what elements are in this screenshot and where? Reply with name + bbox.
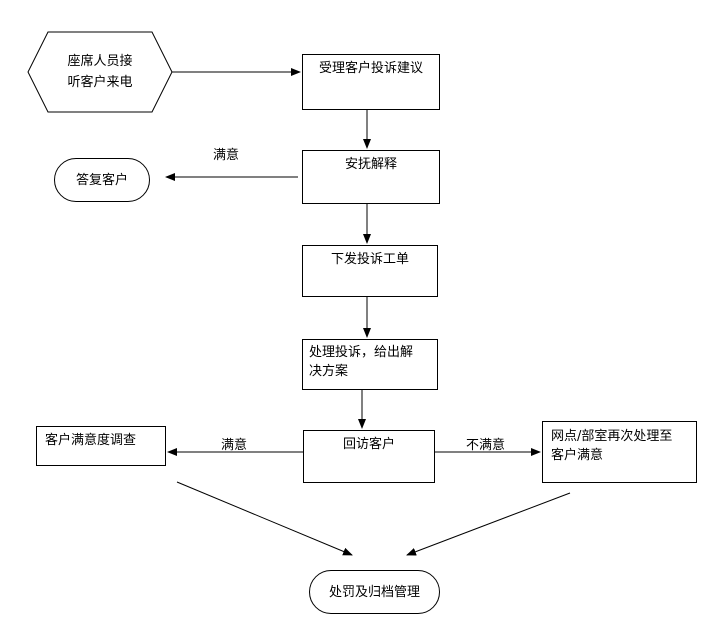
archive-label: 处罚及归档管理 xyxy=(328,584,420,600)
start-node: 座席人员接 听客户来电 xyxy=(48,51,152,93)
dispatch-ticket-box: 下发投诉工单 xyxy=(302,245,438,297)
reply-customer-terminal: 答复客户 xyxy=(54,158,150,202)
accept-complaint-label: 受理客户投诉建议 xyxy=(318,61,423,76)
revisit-customer-box: 回访客户 xyxy=(303,430,435,483)
satisfaction-survey-label: 客户满意度调查 xyxy=(45,433,137,448)
arrow-redo-to-archive xyxy=(406,492,571,556)
dispatch-ticket-label: 下发投诉工单 xyxy=(330,252,409,267)
reprocess-label: 网点/部室再次处理至 客户满意 xyxy=(551,429,673,463)
start-hexagon-shape xyxy=(27,31,173,113)
accept-complaint-box: 受理客户投诉建议 xyxy=(302,54,440,110)
calm-explain-label: 安抚解释 xyxy=(344,157,397,172)
reprocess-box: 网点/部室再次处理至 客户满意 xyxy=(542,421,697,483)
edge-label-revisit-satisfied: 满意 xyxy=(221,438,248,453)
reply-customer-label: 答复客户 xyxy=(75,172,128,188)
handle-complaint-box: 处理投诉，给出解 决方案 xyxy=(302,339,438,390)
satisfaction-survey-box: 客户满意度调查 xyxy=(36,426,166,466)
revisit-customer-label: 回访客户 xyxy=(342,437,395,452)
edge-label-revisit-unsatisfied: 不满意 xyxy=(466,438,506,453)
edge-label-calm-satisfied: 满意 xyxy=(213,148,240,163)
start-node-label: 座席人员接 听客户来电 xyxy=(67,54,133,90)
calm-explain-box: 安抚解释 xyxy=(302,150,440,204)
archive-terminal: 处罚及归档管理 xyxy=(309,570,440,614)
arrow-survey-to-archive xyxy=(176,481,353,556)
handle-complaint-label: 处理投诉，给出解 决方案 xyxy=(309,345,414,379)
